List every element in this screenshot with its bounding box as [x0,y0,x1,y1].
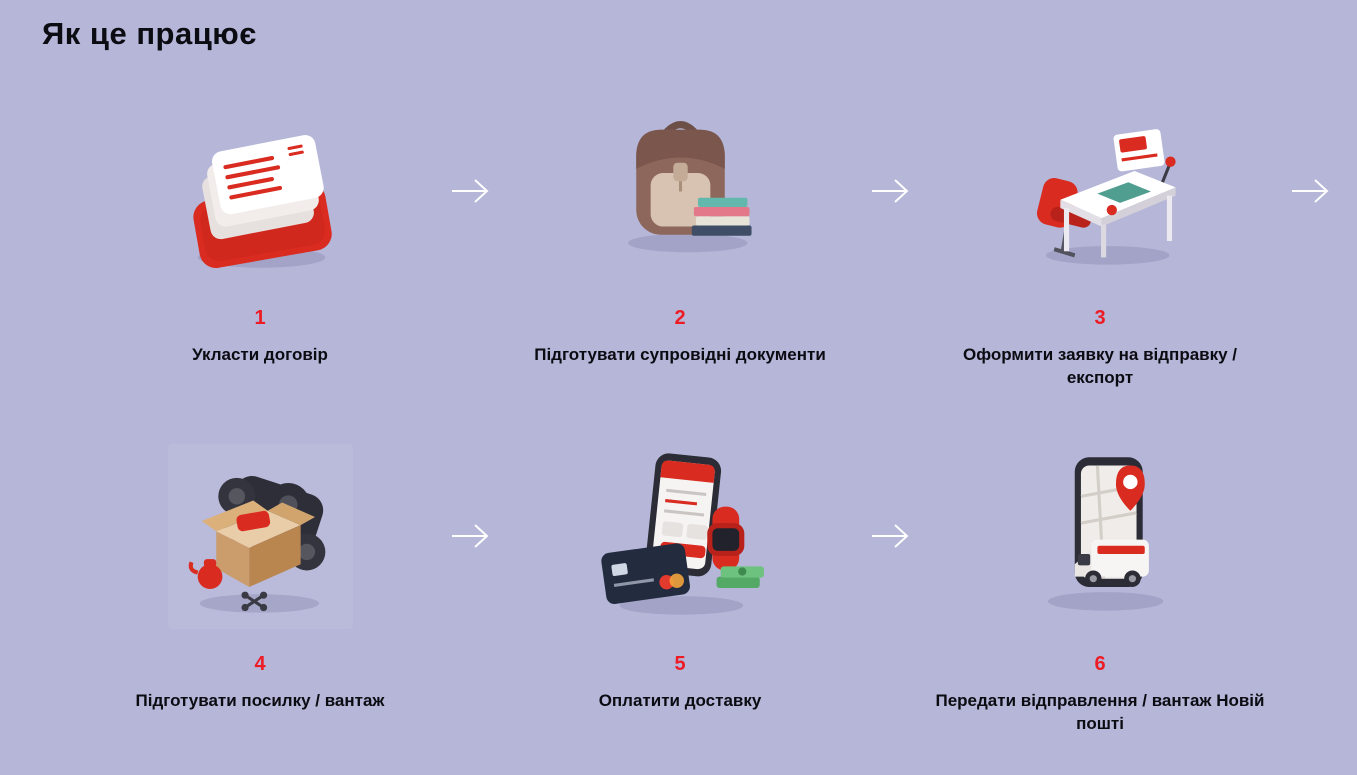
step-3: 3 Оформити заявку на відправку / експорт [930,98,1270,390]
steps-grid: 1 Укласти договір [90,98,1357,736]
arrow-right-icon [850,444,930,629]
workspace-desk-icon [1008,98,1193,283]
arrow-right-icon [872,524,909,549]
step-4: 4 Підготувати посилку / вантаж [90,443,430,713]
steps-row-2: 4 Підготувати посилку / вантаж [90,443,1357,736]
arrow-right-icon [452,524,489,549]
step-label: Передати відправлення / вантаж Новій пош… [935,690,1265,733]
phone-delivery-van-icon [1047,457,1163,611]
step-label: Підготувати посилку / вантаж [135,690,385,710]
arrow-right-icon [850,98,930,283]
backpack-books-icon [588,98,773,283]
arrow-right-icon [1292,178,1329,203]
payment-phone-card-icon [600,453,764,615]
workspace-desk-icon [1036,129,1176,265]
payment-phone-card-icon [588,444,773,629]
parcel-cargo-icon [188,475,325,613]
step-2: 2 Підготувати супровідні документи [510,98,850,367]
arrow-spacer [1270,444,1350,629]
parcel-cargo-icon [167,443,353,629]
step-number: 3 [1094,307,1106,329]
arrow-right-icon [872,178,909,203]
arrow-right-icon [1270,98,1350,283]
steps-row-1: 1 Укласти договір [90,98,1357,390]
step-label: Оформити заявку на відправку / експорт [962,345,1238,387]
arrow-right-icon [452,178,489,203]
step-1: 1 Укласти договір [90,98,430,367]
arrow-right-icon [430,444,510,629]
contract-documents-icon [192,135,332,268]
step-number: 6 [1094,652,1106,675]
arrow-right-icon [430,98,510,283]
contract-documents-icon [168,98,353,283]
step-label: Підготувати супровідні документи [534,345,826,364]
step-number: 5 [674,652,686,675]
step-6: 6 Передати відправлення / вантаж Новій п… [930,444,1270,736]
step-number: 1 [254,307,266,329]
step-number: 4 [254,652,266,675]
page-title: Як це працює [42,16,257,51]
step-label: Укласти договір [192,345,328,364]
phone-delivery-van-icon [1008,444,1193,629]
backpack-books-icon [627,121,752,253]
step-label: Оплатити доставку [598,690,762,710]
step-number: 2 [674,307,686,329]
step-5: 5 Оплатити доставку [510,444,850,713]
